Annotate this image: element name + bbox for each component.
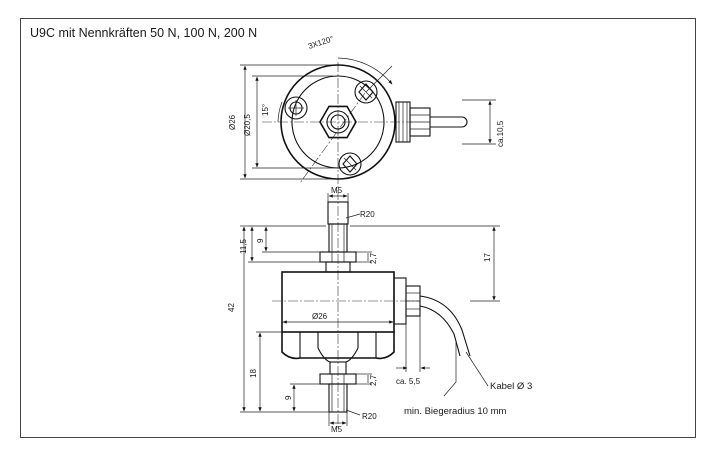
dim-nut-top: 2,7 bbox=[369, 252, 378, 264]
thread-outer-circle bbox=[326, 110, 350, 134]
cable-label: Kabel Ø 3 bbox=[490, 381, 532, 392]
cable-side-upper bbox=[419, 295, 471, 357]
cable-top bbox=[430, 116, 468, 128]
dim-height-total: 42 bbox=[227, 303, 236, 312]
dim-angle-offset: 15° bbox=[261, 104, 270, 116]
top-view: 3X120° Ø26 Ø20,5 15° ca.10,5 bbox=[228, 34, 505, 190]
dim-cable-height: ca.10,5 bbox=[496, 120, 505, 147]
dim-thread-length-top: 9 bbox=[256, 238, 265, 243]
cable-gland-top bbox=[395, 101, 468, 143]
outer-flange-circle bbox=[280, 64, 396, 180]
angle-leader bbox=[365, 65, 393, 93]
dim-thread-bottom: M5 bbox=[331, 425, 343, 434]
bend-radius-label: min. Biegeradius 10 mm bbox=[404, 406, 507, 417]
bottom-flange bbox=[281, 332, 395, 360]
drawing-title: U9C mit Nennkräften 50 N, 100 N, 200 N bbox=[30, 26, 258, 40]
dim-radius-top: R20 bbox=[360, 210, 375, 219]
dim-radius-bottom: R20 bbox=[362, 412, 377, 421]
drawing-frame bbox=[20, 18, 696, 438]
dim-cable-offset: ca. 5,5 bbox=[396, 377, 421, 386]
dim-diameter-body: Ø26 bbox=[312, 312, 328, 321]
mounting-hole-left bbox=[284, 96, 308, 120]
mounting-hole-right bbox=[354, 80, 378, 104]
dim-height-upper: 11,5 bbox=[239, 238, 248, 254]
angle-label: 3X120° bbox=[307, 34, 335, 51]
dim-height-lower: 18 bbox=[249, 369, 258, 378]
dim-thread-top: M5 bbox=[331, 186, 343, 195]
hex-nut bbox=[319, 105, 357, 139]
mounting-hole-bottom bbox=[338, 152, 362, 176]
inner-body-circle bbox=[291, 75, 385, 169]
dim-diameter-outer: Ø26 bbox=[228, 114, 237, 130]
thread-inner-circle bbox=[330, 114, 346, 130]
bottom-stud-thread bbox=[328, 383, 348, 413]
dim-height-cable: 17 bbox=[483, 253, 492, 262]
angle-arc bbox=[337, 57, 393, 85]
cable-side-lower bbox=[419, 305, 461, 357]
side-view: M5 R20 11,5 9 2,7 17 42 Ø26 18 bbox=[227, 186, 532, 434]
angle-15-arc bbox=[277, 101, 283, 123]
dim-diameter-inner: Ø20,5 bbox=[243, 114, 252, 136]
dim-nut-bottom: 2,7 bbox=[369, 374, 378, 386]
dim-thread-length-bottom: 9 bbox=[284, 395, 293, 400]
